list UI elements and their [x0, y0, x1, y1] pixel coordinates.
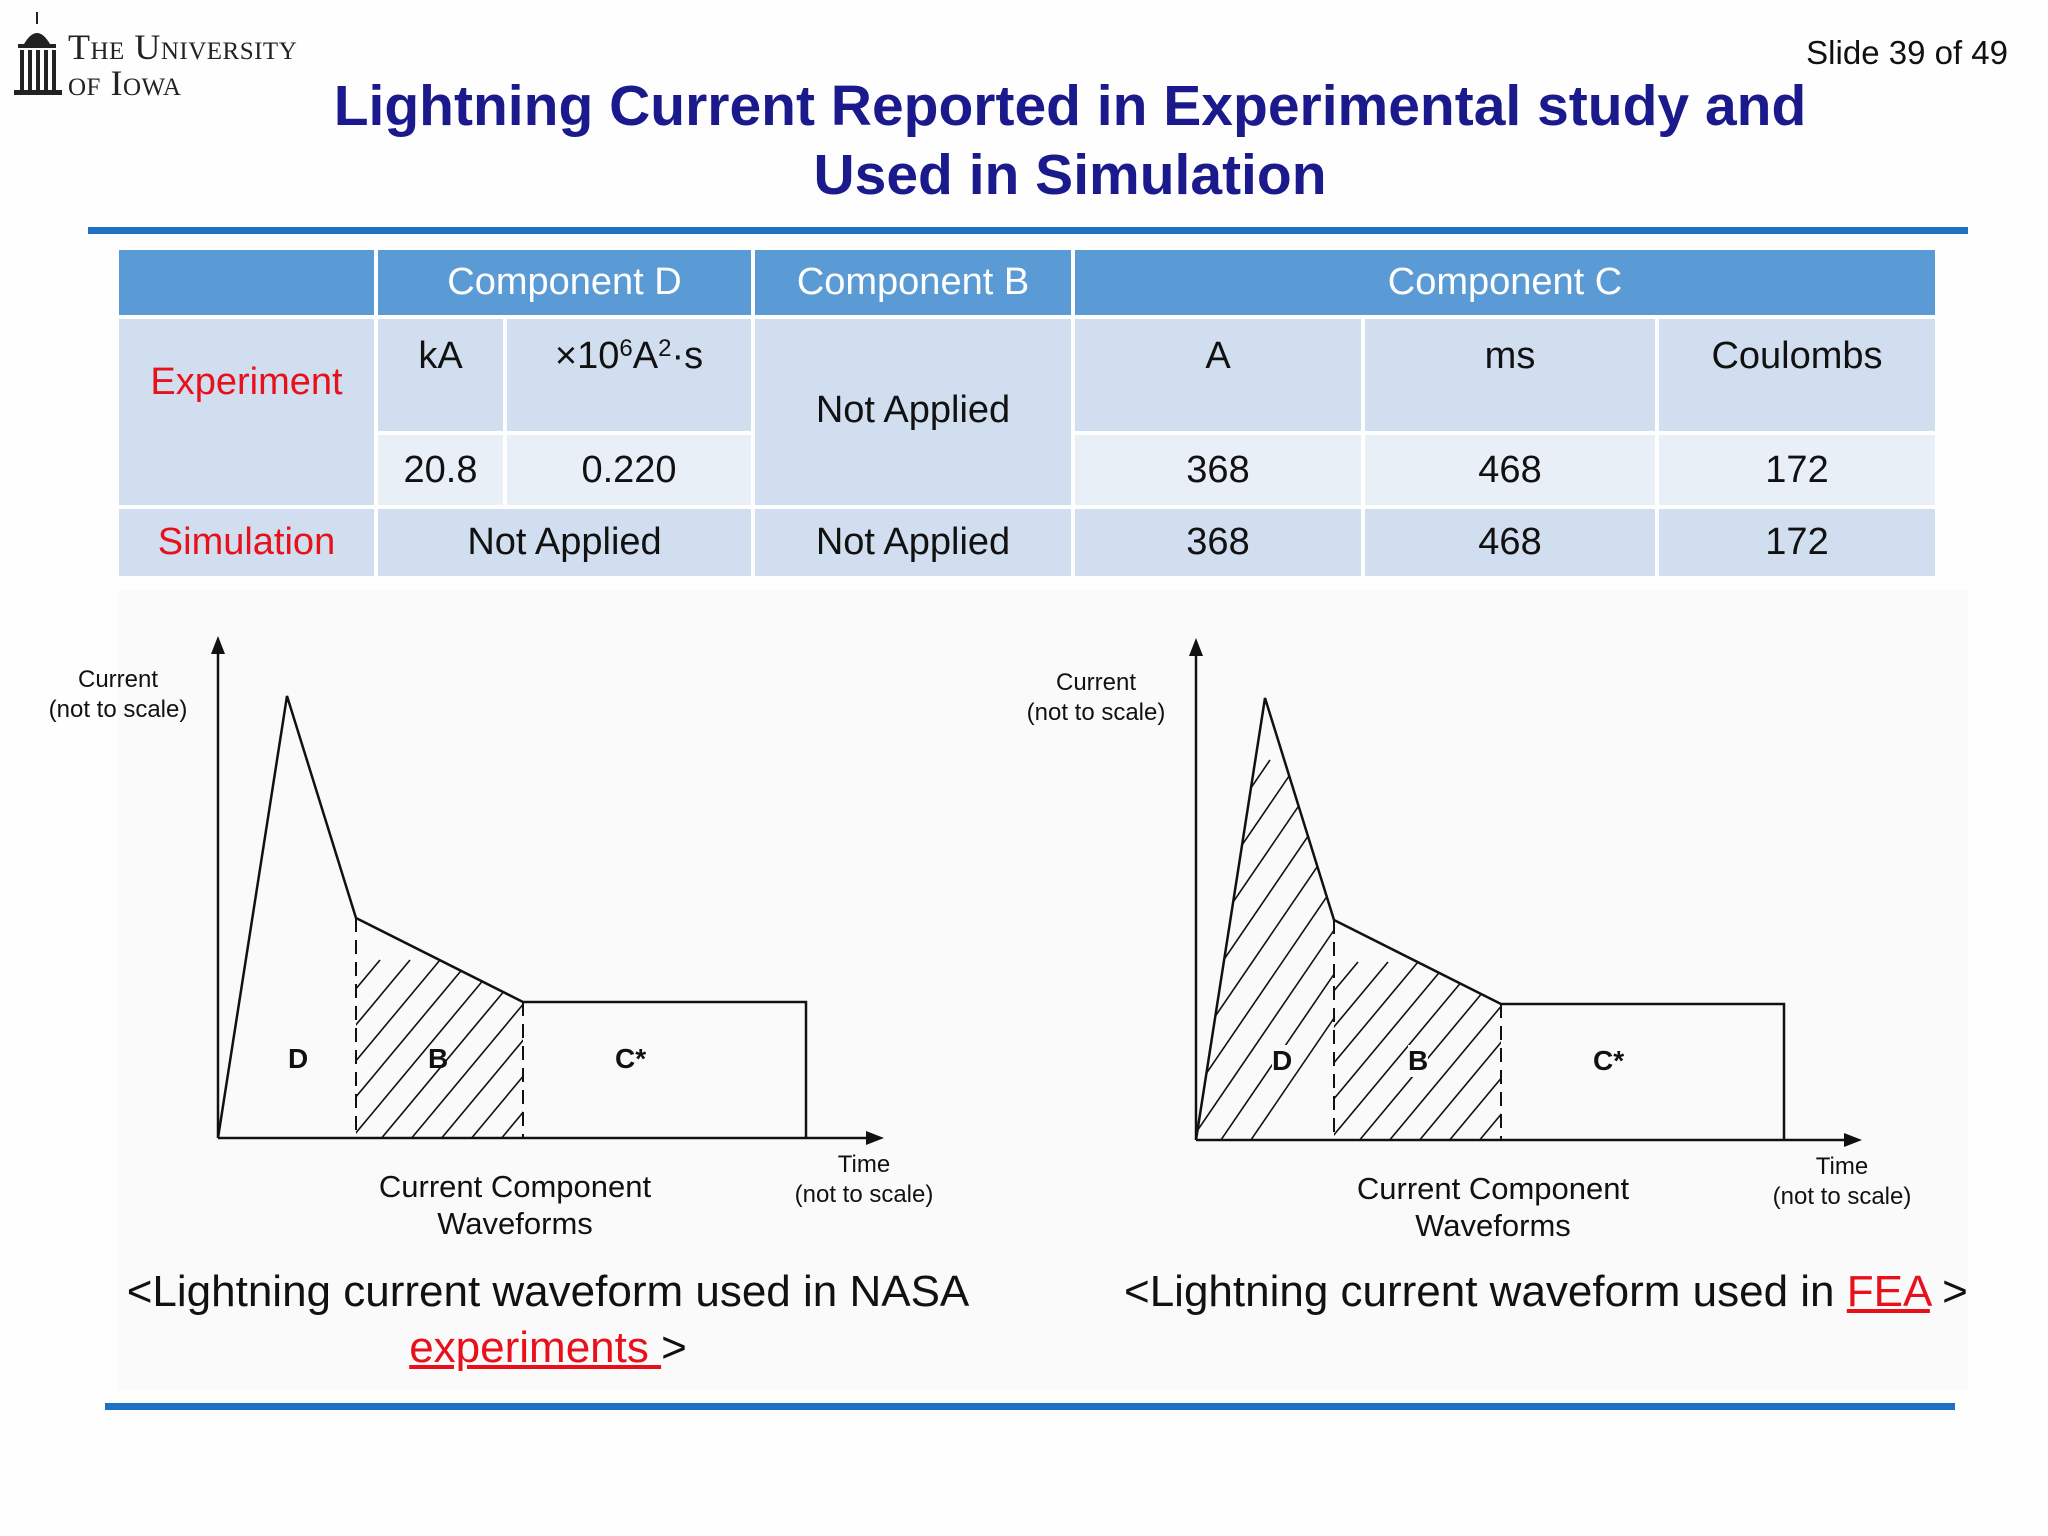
- unit-c-coulombs: Coulombs: [1659, 319, 1935, 431]
- unit-d-integral-prefix: ×10: [554, 335, 620, 377]
- waveform-left-svg: [211, 636, 884, 1145]
- y-label-line2-right: (not to scale): [1026, 699, 1166, 726]
- fea-link[interactable]: FEA: [1846, 1267, 1930, 1316]
- caption-left: <Lightning current waveform used in NASA…: [98, 1264, 998, 1376]
- y-label-line2-left: (not to scale): [48, 696, 188, 723]
- experiments-link[interactable]: experiments: [409, 1323, 662, 1372]
- segment-b-right: B: [1408, 1045, 1429, 1077]
- experiment-d-ka: 20.8: [378, 435, 503, 505]
- slide-title-line1: Lightning Current Reported in Experiment…: [333, 74, 1807, 138]
- caption-left-line1: <Lightning current waveform used in NASA: [126, 1267, 970, 1316]
- y-label-line1-left: Current: [77, 666, 159, 693]
- x-axis-label-right: Time (not to scale): [1762, 1152, 1922, 1212]
- segment-d-right: D: [1272, 1045, 1293, 1077]
- slide-number: Slide 39 of 49: [1806, 34, 2008, 71]
- unit-c-ms: ms: [1365, 319, 1655, 431]
- simulation-c-ms: 468: [1365, 509, 1655, 576]
- y-axis-arrow-right: [1189, 638, 1203, 656]
- table-header-component-b: Component B: [755, 250, 1071, 315]
- waveform-caption-right-line2: Waveforms: [1415, 1208, 1571, 1243]
- table-header-component-d: Component D: [378, 250, 751, 315]
- segment-c-right: C*: [1593, 1045, 1625, 1076]
- capitol-building-icon: [14, 12, 62, 95]
- y-axis-arrow-left: [211, 636, 225, 654]
- waveform-caption-right: Current Component Waveforms: [1338, 1170, 1648, 1244]
- x-label-line1-left: Time: [837, 1151, 891, 1178]
- waveform-caption-left: Current Component Waveforms: [360, 1168, 670, 1242]
- university-logo: The University of Iowa: [10, 10, 330, 103]
- segment-d-left: D: [288, 1043, 309, 1074]
- x-label-line2-left: (not to scale): [794, 1181, 934, 1208]
- y-axis-label-left: Current (not to scale): [38, 665, 198, 725]
- unit-d-integral-unit: A: [632, 335, 659, 377]
- segment-c-left: C*: [615, 1043, 647, 1074]
- unit-d-integral-exp: 6: [619, 335, 633, 362]
- simulation-component-b: Not Applied: [755, 509, 1071, 576]
- row-label-experiment: Experiment: [119, 319, 374, 505]
- experiment-c-ms: 468: [1365, 435, 1655, 505]
- lightning-current-table: Component D Component B Component C Expe…: [119, 250, 1935, 576]
- x-axis-arrow-right: [1844, 1133, 1862, 1147]
- waveform-caption-left-line2: Waveforms: [437, 1206, 593, 1241]
- experiment-d-integral: 0.220: [507, 435, 751, 505]
- slide-title-line2: Used in Simulation: [813, 143, 1327, 207]
- x-axis-arrow-left: [866, 1131, 884, 1145]
- caption-left-line2: experiments >: [98, 1320, 998, 1376]
- logo-text-line2: of Iowa: [68, 63, 182, 103]
- simulation-component-d: Not Applied: [378, 509, 751, 576]
- unit-d-ka: kA: [378, 319, 503, 431]
- slide-title: Lightning Current Reported in Experiment…: [200, 72, 1940, 210]
- hatch-d-right: [1196, 759, 1334, 1140]
- x-label-line2-right: (not to scale): [1772, 1183, 1912, 1210]
- bottom-divider: [105, 1403, 1955, 1410]
- unit-d-integral-exp2: 2: [658, 335, 672, 362]
- experiment-c-coulombs: 172: [1659, 435, 1935, 505]
- diagram-left: Current (not to scale) Time (not to scal…: [38, 636, 944, 1242]
- y-axis-label-right: Current (not to scale): [1016, 668, 1176, 728]
- x-axis-label-left: Time (not to scale): [784, 1150, 944, 1210]
- caption-right-text: <Lightning current waveform used in: [1124, 1267, 1847, 1316]
- waveform-caption-left-line1: Current Component: [378, 1169, 652, 1204]
- simulation-c-a: 368: [1075, 509, 1361, 576]
- caption-right-end: >: [1929, 1267, 1968, 1316]
- top-divider: [88, 227, 1968, 234]
- segment-b-left: B: [428, 1043, 449, 1074]
- hatch-b-left: [356, 959, 523, 1138]
- hatch-b-right: [1334, 961, 1501, 1140]
- unit-d-integral-suffix: ·s: [671, 335, 704, 377]
- simulation-c-coulombs: 172: [1659, 509, 1935, 576]
- caption-right: <Lightning current waveform used in FEA …: [1124, 1264, 1968, 1320]
- y-label-line1-right: Current: [1055, 669, 1137, 696]
- table-header-component-c: Component C: [1075, 250, 1935, 315]
- unit-c-a: A: [1075, 319, 1361, 431]
- waveform-caption-right-line1: Current Component: [1356, 1171, 1630, 1206]
- experiment-c-a: 368: [1075, 435, 1361, 505]
- experiment-component-b: Not Applied: [755, 319, 1071, 505]
- logo-text-line1: The University: [68, 27, 298, 67]
- row-label-simulation: Simulation: [119, 509, 374, 576]
- table-header-blank: [119, 250, 374, 315]
- x-label-line1-right: Time: [1815, 1153, 1869, 1180]
- caption-left-end: >: [661, 1323, 687, 1372]
